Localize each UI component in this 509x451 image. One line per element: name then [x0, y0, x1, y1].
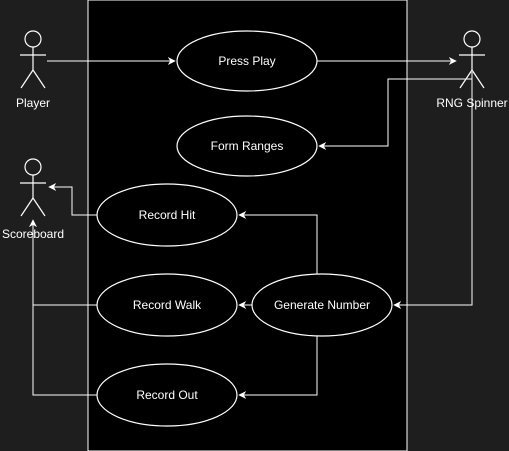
use-case-press-play-label: Press Play — [218, 54, 275, 68]
stick-figure-icon — [20, 158, 46, 217]
connector-record-hit-scoreboard — [48, 183, 97, 216]
use-case-form-ranges[interactable]: Form Ranges — [176, 115, 318, 177]
stick-figure-icon — [459, 30, 485, 89]
use-case-record-hit[interactable]: Record Hit — [96, 183, 238, 247]
use-case-record-walk-label: Record Walk — [133, 298, 202, 312]
actor-player-label: Player — [16, 96, 50, 110]
use-case-record-walk[interactable]: Record Walk — [96, 273, 238, 337]
stick-figure-icon — [20, 30, 46, 89]
use-case-generate-number-label: Generate Number — [274, 298, 370, 312]
use-case-press-play[interactable]: Press Play — [176, 30, 318, 92]
use-case-record-hit-label: Record Hit — [139, 208, 196, 222]
use-case-form-ranges-label: Form Ranges — [211, 139, 284, 153]
actor-rng-spinner[interactable] — [459, 30, 485, 89]
use-case-generate-number[interactable]: Generate Number — [251, 273, 393, 337]
actor-scoreboard[interactable] — [20, 158, 46, 217]
use-case-record-out[interactable]: Record Out — [96, 363, 238, 427]
connector-record-out-scoreboard — [32, 305, 97, 396]
use-case-record-out-label: Record Out — [136, 388, 198, 402]
actor-player[interactable] — [20, 30, 46, 89]
connector-rng-generate-number — [393, 72, 473, 309]
connector-generate-record-hit — [238, 211, 318, 274]
connector-rng-form-ranges — [318, 78, 472, 150]
connector-generate-record-out — [238, 336, 318, 399]
